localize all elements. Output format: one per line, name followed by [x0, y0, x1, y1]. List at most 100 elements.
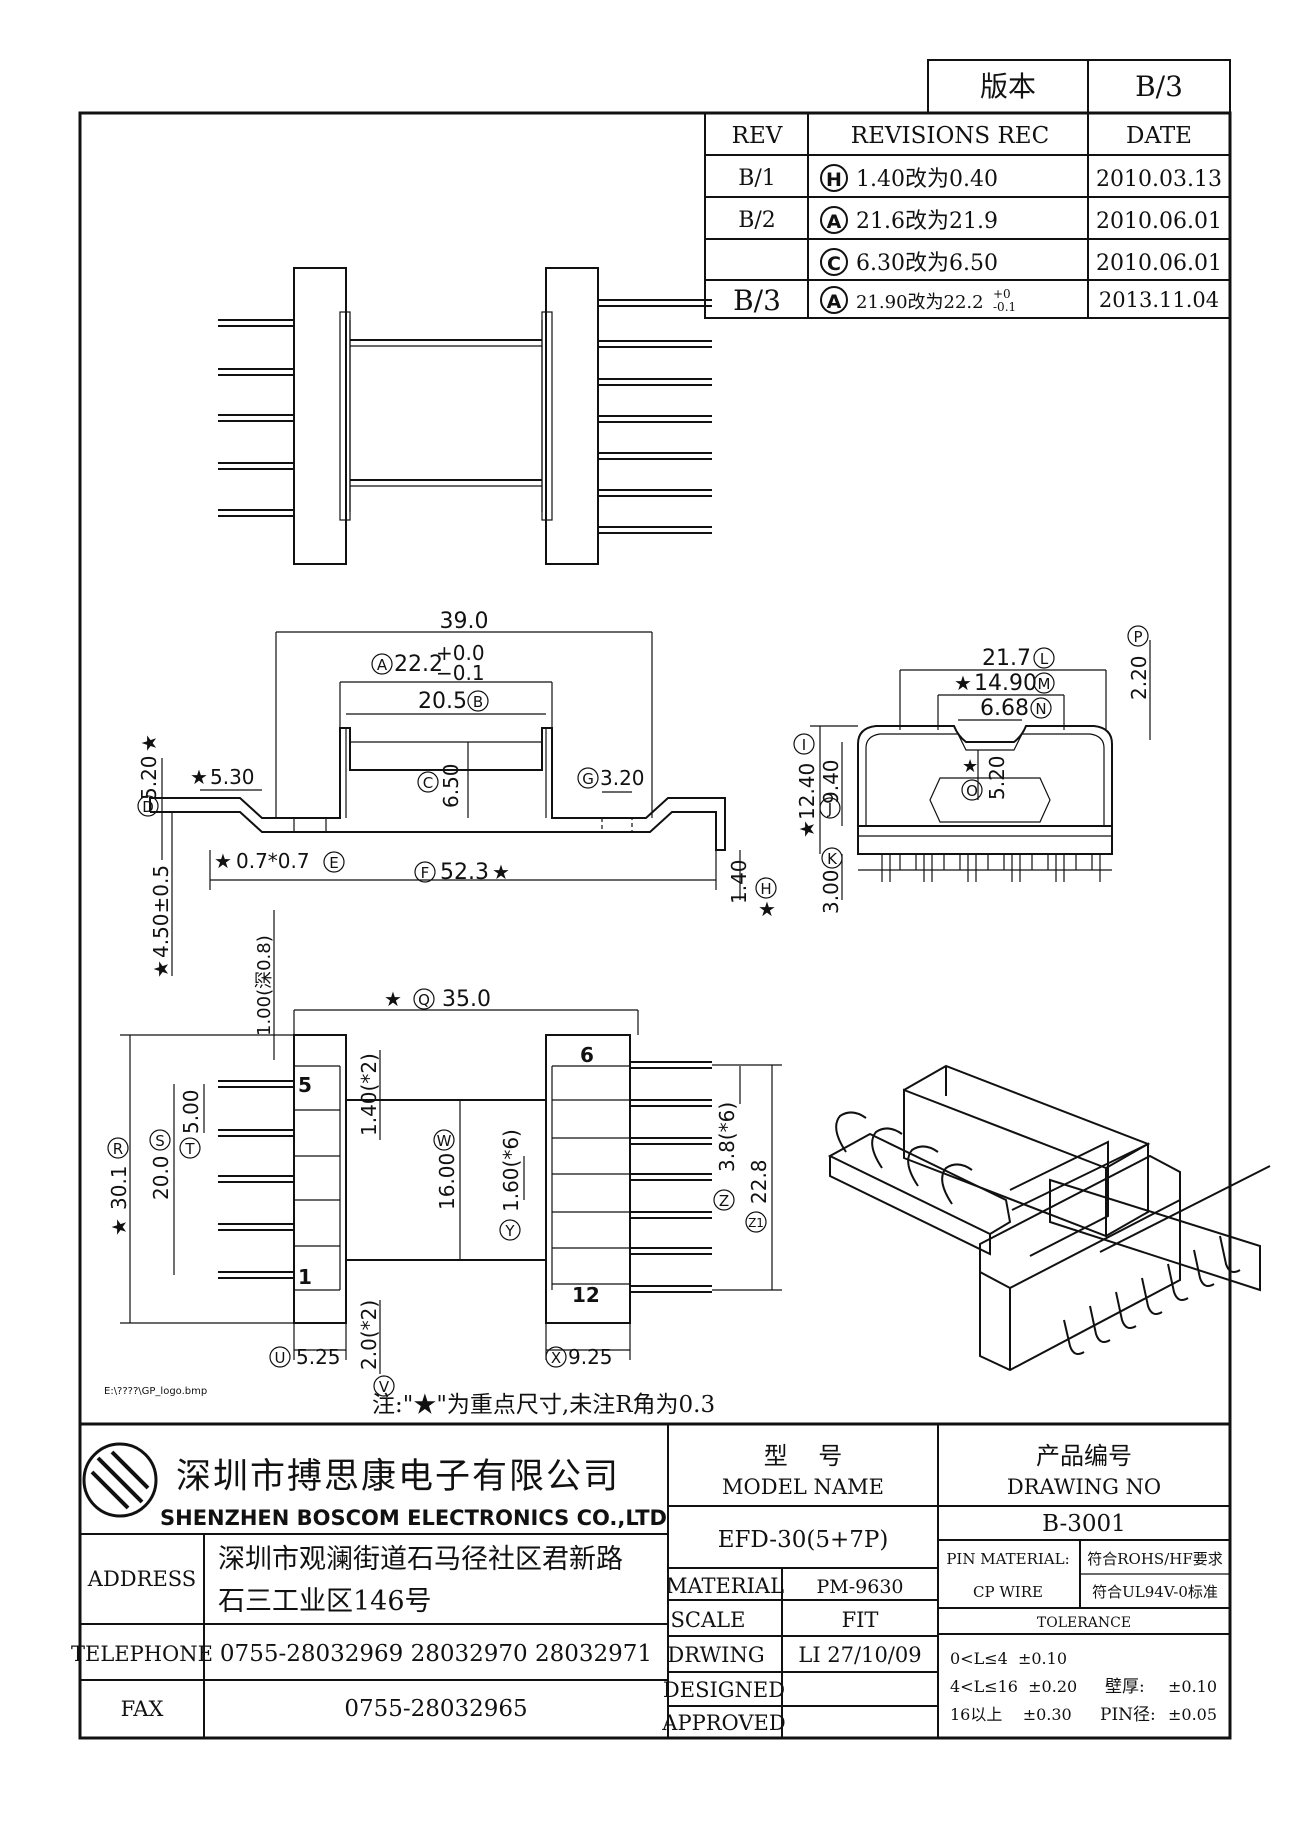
telephone-value: 0755-28032969 28032970 28032971 — [220, 1641, 652, 1667]
rev-b2: B/2 — [738, 208, 776, 233]
dim-b-mark: B — [473, 693, 483, 711]
dim-y: 1.60(*6) — [499, 1129, 523, 1212]
material-label: MATERIAL — [666, 1574, 784, 1598]
rev-mark-a: A — [827, 211, 842, 233]
version-box: 版本 B/3 — [927, 59, 1231, 114]
tolerance-row-3: 16以上 ±0.30 — [950, 1705, 1072, 1724]
dim-k-mark: K — [827, 850, 838, 868]
company-name-cn: 深圳市搏思康电子有限公司 — [176, 1457, 620, 1497]
rev-tol-plus: +0 — [993, 287, 1011, 301]
pin-diameter-value: ±0.05 — [1168, 1705, 1217, 1724]
wall-thickness-label: 壁厚: — [1105, 1677, 1145, 1697]
dim-k: 3.00 — [819, 869, 843, 914]
dim-s-mark: S — [155, 1132, 165, 1150]
dim-r-star: ★ — [107, 1218, 131, 1236]
dim-u: 5.25 — [296, 1345, 341, 1369]
pin-6-label: 6 — [580, 1043, 594, 1067]
dim-m: 14.90 — [974, 671, 1037, 696]
rec-header: REVISIONS REC — [851, 123, 1049, 149]
material-value: PM-9630 — [816, 1576, 903, 1598]
dim-v-mark: V — [379, 1378, 390, 1396]
company-logo — [82, 1442, 158, 1518]
rev-mark-c: C — [827, 253, 841, 275]
model-label-cn: 型 号 — [764, 1442, 843, 1470]
drawing-note: 注:"★"为重点尺寸,未注R角为0.3 — [372, 1392, 715, 1418]
dim-530-star: ★ — [190, 765, 208, 789]
dim-e-mark: E — [329, 854, 338, 872]
rev-date-2: 2010.06.01 — [1096, 209, 1222, 234]
dim-140x2: 1.40(*2) — [357, 1053, 381, 1136]
side-view: 21.7 L ★ 14.90 M 6.68 N 2.20 P 12.40 ★ I… — [793, 625, 1151, 914]
dim-u-mark: U — [275, 1349, 286, 1367]
cp-wire-label: CP WIRE — [973, 1583, 1043, 1601]
dim-h-mark: H — [760, 880, 771, 898]
rev-tol-minus: -0.1 — [993, 300, 1016, 314]
dim-i-mark: I — [802, 736, 806, 754]
dim-d-star: ★ — [137, 734, 161, 752]
dim-530: 5.30 — [210, 765, 255, 789]
dim-38x6: 3.8(*6) — [715, 1102, 739, 1172]
address-label: ADDRESS — [87, 1567, 196, 1591]
dim-e-star: ★ — [214, 849, 232, 873]
dim-p-mark: P — [1133, 628, 1142, 646]
dim-depth: 1.00(深0.8) — [254, 935, 275, 1036]
drawing-label-en: DRAWING NO — [1007, 1475, 1161, 1499]
dim-s: 20.0 — [149, 1155, 173, 1200]
drawing-value: B-3001 — [1042, 1511, 1126, 1537]
dim-m-mark: M — [1038, 675, 1051, 693]
dim-l-mark: L — [1040, 650, 1049, 668]
dim-a: 22.2 — [394, 652, 443, 677]
dim-n: 6.68 — [980, 696, 1029, 721]
wall-thickness-value: ±0.10 — [1168, 1677, 1217, 1696]
pin-material-value: 符合ROHS/HF要求 — [1087, 1550, 1223, 1568]
dim-j-mark: J — [827, 800, 832, 818]
dim-450-star: ★ — [149, 960, 173, 978]
dim-i-star: ★ — [795, 820, 819, 838]
rev-header: REV — [732, 123, 783, 149]
version-label: 版本 — [980, 70, 1036, 103]
dim-q-mark: Q — [418, 991, 430, 1009]
dim-a-mark: A — [377, 656, 388, 674]
pin-5-label: 5 — [298, 1073, 312, 1097]
logo-file-path: E:\????\GP_logo.bmp — [104, 1386, 207, 1397]
dim-d-mark: D — [142, 798, 154, 816]
dim-w: 16.00 — [435, 1153, 459, 1210]
front-view: 39.0 A 22.2 +0.0 −0.1 20.5 B 6.50 C G 3.… — [137, 609, 777, 978]
dim-t: 5.00 — [179, 1089, 203, 1134]
dim-r-mark: R — [113, 1140, 123, 1158]
rev-text-3: 6.30改为6.50 — [856, 251, 998, 276]
rev-date-4: 2013.11.04 — [1099, 288, 1219, 312]
rev-b3: B/3 — [733, 284, 781, 317]
dim-h-star: ★ — [758, 897, 776, 921]
dim-a-plus: +0.0 — [436, 641, 485, 665]
dim-c: 6.50 — [439, 763, 463, 808]
model-label-en: MODEL NAME — [722, 1475, 884, 1499]
dim-o-mark: O — [966, 782, 978, 800]
drwing-label: DRWING — [667, 1643, 764, 1667]
tolerance-row-1: 0<L≤4 ±0.10 — [950, 1649, 1067, 1668]
dim-m-star: ★ — [954, 671, 972, 695]
cp-wire-value: 符合UL94V-0标准 — [1092, 1583, 1218, 1601]
dim-f-mark: F — [421, 864, 430, 882]
company-name-en: SHENZHEN BOSCOM ELECTRONICS CO.,LTD — [160, 1506, 667, 1530]
rev-date-3: 2010.06.01 — [1096, 251, 1222, 276]
rev-text-1: 1.40改为0.40 — [856, 167, 998, 192]
dim-q: 35.0 — [442, 987, 491, 1012]
version-value: B/3 — [1135, 70, 1183, 103]
address-line-2: 石三工业区146号 — [218, 1586, 432, 1617]
rev-text-4: 21.90改为22.2 — [856, 292, 984, 313]
dim-i: 12.40 — [795, 763, 819, 820]
rev-mark-h: H — [826, 169, 842, 191]
dim-f: 52.3 — [440, 860, 489, 885]
dim-n-mark: N — [1035, 700, 1046, 718]
dim-p: 2.20 — [1127, 655, 1151, 700]
date-header: DATE — [1126, 123, 1192, 149]
model-value: EFD-30(5+7P) — [718, 1527, 889, 1553]
dim-v: 2.0(*2) — [357, 1300, 381, 1370]
dim-b: 20.5 — [418, 689, 467, 714]
dim-o-star: ★ — [962, 756, 978, 777]
designed-label: DESIGNED — [663, 1678, 785, 1702]
telephone-label: TELEPHONE — [71, 1642, 213, 1666]
dim-g-mark: G — [582, 770, 594, 788]
